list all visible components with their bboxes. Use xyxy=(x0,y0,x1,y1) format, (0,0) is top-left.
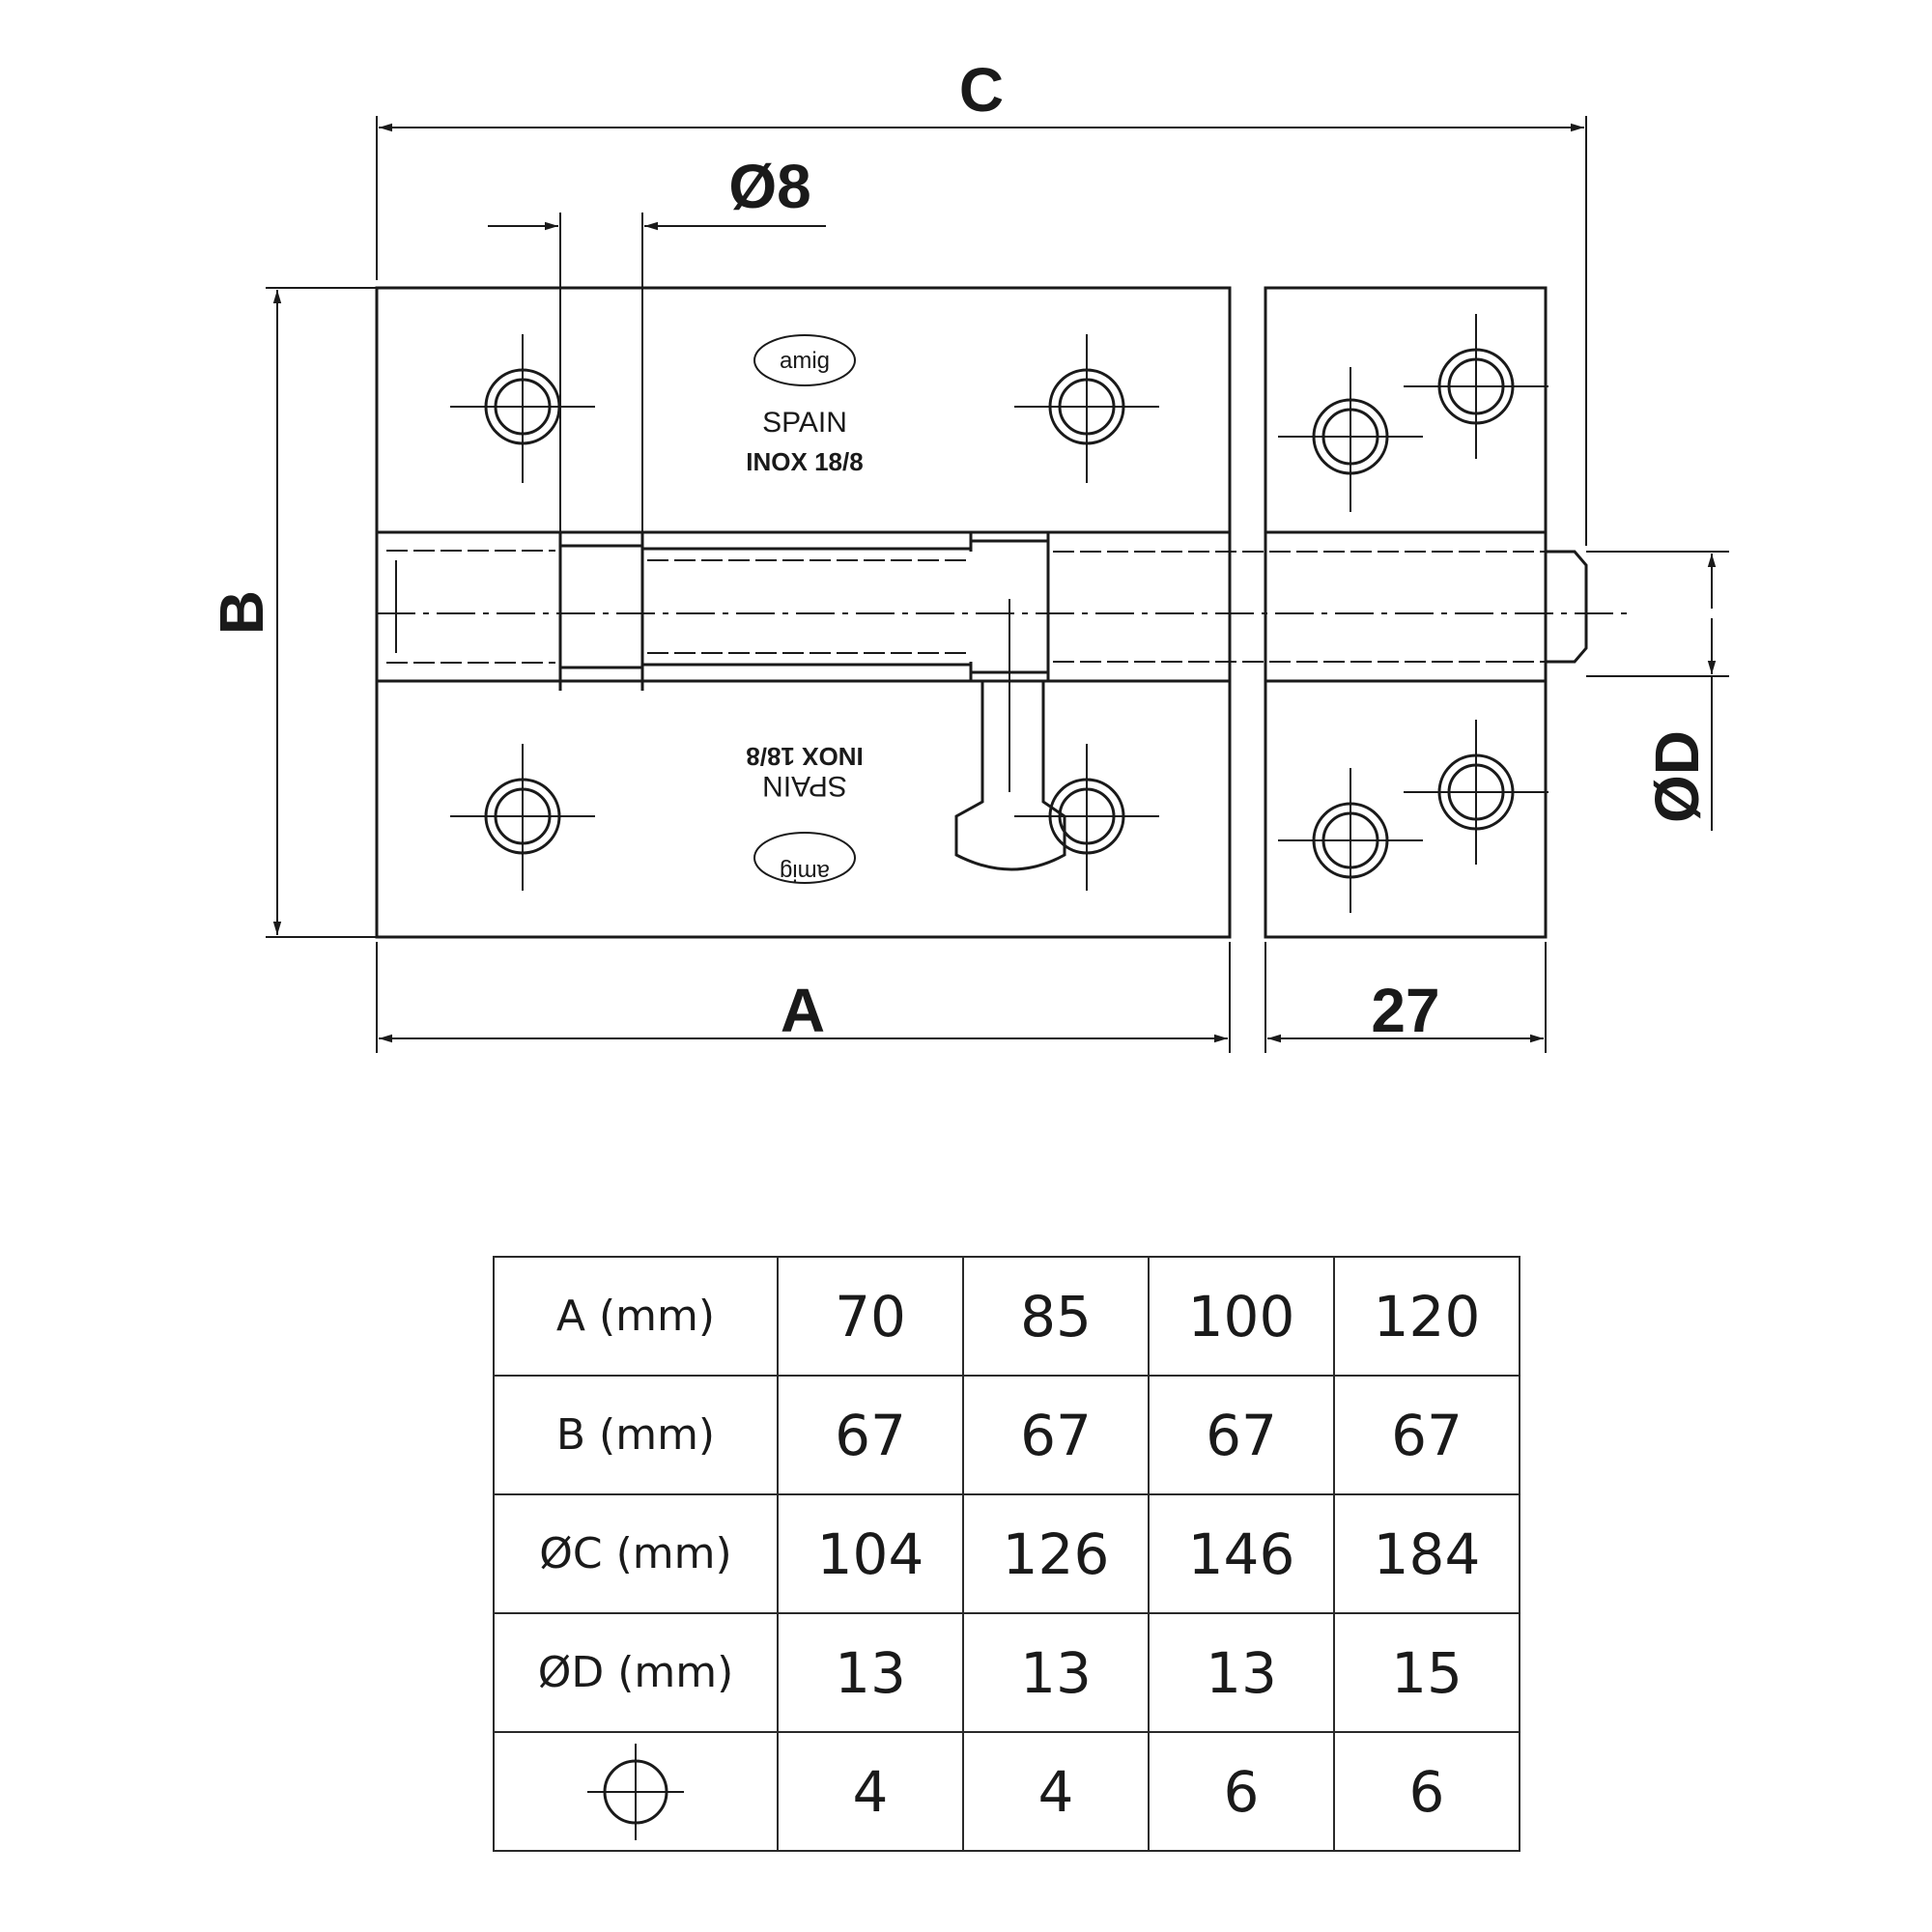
table-cell: 70 xyxy=(777,1256,964,1377)
brand-logo-inverted xyxy=(753,832,856,884)
table-cell: 146 xyxy=(1148,1493,1335,1614)
brand-logo-text-inverted: amig xyxy=(780,859,830,885)
table-cell: 104 xyxy=(777,1493,964,1614)
table-cell: 4 xyxy=(962,1731,1150,1852)
row-label: A (mm) xyxy=(493,1256,779,1377)
table-cell: 67 xyxy=(962,1375,1150,1495)
table-cell: 184 xyxy=(1333,1493,1520,1614)
table-row: A (mm) 70 85 100 120 xyxy=(493,1256,1520,1377)
screw-hole xyxy=(450,334,595,483)
table-cell: 13 xyxy=(777,1612,964,1733)
table-cell: 4 xyxy=(777,1731,964,1852)
screw-hole xyxy=(1278,367,1423,512)
screw-hole-icon xyxy=(587,1743,684,1840)
row-label xyxy=(493,1731,779,1852)
dimension-label-hole-diameter: Ø8 xyxy=(728,152,810,221)
dimension-label-a: A xyxy=(781,976,825,1045)
table-cell: 13 xyxy=(1148,1612,1335,1733)
dimension-label-b: B xyxy=(207,590,276,635)
table-cell: 6 xyxy=(1333,1731,1520,1852)
screw-hole xyxy=(1014,334,1159,483)
table-cell: 67 xyxy=(1148,1375,1335,1495)
stamp-origin: SPAIN xyxy=(762,407,847,439)
bolt-technical-drawing: amig amig SPAIN INOX 18/8 SPAIN INOX 18/… xyxy=(207,55,1729,1053)
stamp-material: INOX 18/8 xyxy=(746,447,863,476)
bolt-tip xyxy=(1546,550,1588,664)
table-cell: 120 xyxy=(1333,1256,1520,1377)
table-cell: 67 xyxy=(777,1375,964,1495)
screw-hole xyxy=(1404,720,1548,865)
row-label: B (mm) xyxy=(493,1375,779,1495)
table-cell: 85 xyxy=(962,1256,1150,1377)
bolt-housing xyxy=(558,532,1050,691)
table-row: B (mm) 67 67 67 67 xyxy=(493,1375,1520,1495)
table-cell: 15 xyxy=(1333,1612,1520,1733)
table-cell: 67 xyxy=(1333,1375,1520,1495)
table-cell: 126 xyxy=(962,1493,1150,1614)
row-label: ØD (mm) xyxy=(493,1612,779,1733)
table-cell: 100 xyxy=(1148,1256,1335,1377)
row-label: ØC (mm) xyxy=(493,1493,779,1614)
table-row: ØC (mm) 104 126 146 184 xyxy=(493,1493,1520,1614)
stamp-origin-inverted: SPAIN xyxy=(762,770,847,802)
screw-hole xyxy=(1404,314,1548,459)
table-cell: 6 xyxy=(1148,1731,1335,1852)
dimension-label-27: 27 xyxy=(1371,976,1439,1045)
screw-hole xyxy=(450,744,595,891)
screw-hole xyxy=(1278,768,1423,913)
brand-logo xyxy=(753,334,856,386)
spec-table: A (mm) 70 85 100 120 B (mm) 67 67 67 67 … xyxy=(493,1256,1520,1852)
screw-hole xyxy=(1014,744,1159,891)
bolt-handle xyxy=(954,681,1066,871)
dimension-label-bolt-diameter: ØD xyxy=(1642,730,1712,823)
table-row: 4 4 6 6 xyxy=(493,1731,1520,1852)
dimension-label-c: C xyxy=(959,55,1004,125)
brand-logo-text: amig xyxy=(780,348,830,374)
table-cell: 13 xyxy=(962,1612,1150,1733)
stamp-material-inverted: INOX 18/8 xyxy=(746,742,863,771)
table-row: ØD (mm) 13 13 13 15 xyxy=(493,1612,1520,1733)
